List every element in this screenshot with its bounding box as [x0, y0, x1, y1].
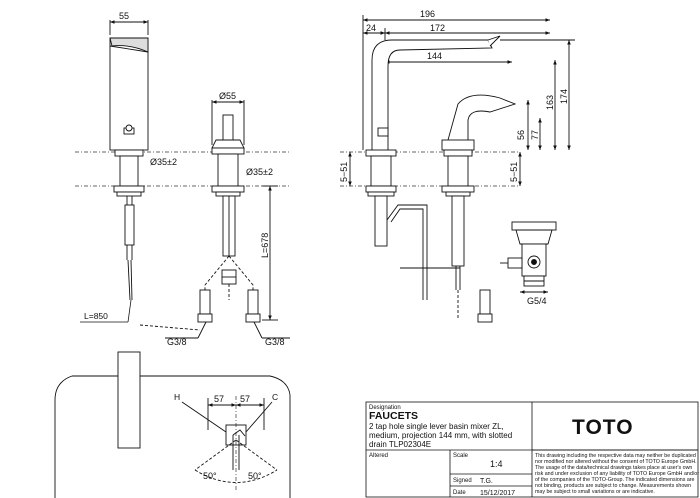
- dim-g38-b: G3/8: [265, 337, 285, 347]
- disclaimer-line-5: of the companies of the TOTO-Group. The …: [535, 477, 695, 483]
- disclaimer-line-4: risk and under exclusion of any liabilit…: [535, 471, 699, 477]
- side-view-lever: [139, 100, 290, 339]
- angle-50-b: 50°: [248, 471, 262, 481]
- description-line-2: medium, projection 144 mm, with slotted: [369, 431, 512, 440]
- front-view-mixer: [348, 15, 575, 323]
- disclaimer-line-1: This drawing including the respective da…: [535, 453, 696, 459]
- disclaimer-line-6: not binding, products are subject to cha…: [535, 483, 691, 489]
- dim-77: 77: [530, 130, 540, 140]
- dim-196: 196: [420, 9, 435, 19]
- date-value: 15/12/2017: [480, 490, 515, 497]
- toto-logo: TOTO: [572, 416, 634, 439]
- dim-d55: Ø55: [219, 91, 236, 101]
- label-c: C: [272, 392, 278, 402]
- description-line-3: drain TLP02304E: [369, 440, 431, 449]
- dim-56: 56: [516, 130, 526, 140]
- dim-5-51-a: 5−51: [339, 162, 349, 182]
- top-view: [54, 351, 291, 498]
- description-line-1: 2 tap hole single lever basin mixer ZL,: [369, 422, 504, 431]
- dim-g38-a: G3/8: [167, 337, 187, 347]
- l850-callout: L=850: [80, 299, 132, 323]
- dim-d35-a: Ø35±2: [150, 157, 177, 167]
- dim-l678: L=678: [260, 233, 270, 258]
- dim-55-top: 55: [119, 11, 129, 21]
- label-h: H: [174, 392, 180, 402]
- scale-value: 1:4: [490, 459, 503, 469]
- date-label: Date: [453, 490, 466, 496]
- signed-label: Signed: [453, 478, 472, 484]
- side-view-spout: [109, 20, 149, 301]
- dim-163: 163: [545, 95, 555, 110]
- dim-5-51-b: 5−51: [509, 162, 519, 182]
- title: FAUCETS: [369, 410, 418, 422]
- dim-g54: G5/4: [527, 296, 547, 306]
- signed-value: T.G.: [480, 478, 493, 485]
- designation-label: Designation: [369, 405, 401, 411]
- dim-57-a: 57: [214, 394, 224, 404]
- altered-label: Altered: [369, 453, 388, 459]
- disclaimer-line-7: may be subject to small variations or ar…: [535, 489, 655, 495]
- title-block: [365, 401, 699, 498]
- dim-174: 174: [559, 89, 569, 104]
- l850-label: L=850: [84, 311, 108, 321]
- dim-24: 24: [366, 23, 376, 33]
- scale-label: Scale: [453, 453, 469, 459]
- angle-50-a: 50°: [203, 471, 217, 481]
- dim-172: 172: [430, 23, 445, 33]
- disclaimer-line-2: nor modified nor altered without the con…: [535, 459, 697, 465]
- disclaimer-line-3: The usage of the data/technical drawings…: [535, 465, 692, 471]
- dim-57-b: 57: [240, 394, 250, 404]
- dim-144: 144: [427, 51, 442, 61]
- dim-d35-b: Ø35±2: [246, 167, 273, 177]
